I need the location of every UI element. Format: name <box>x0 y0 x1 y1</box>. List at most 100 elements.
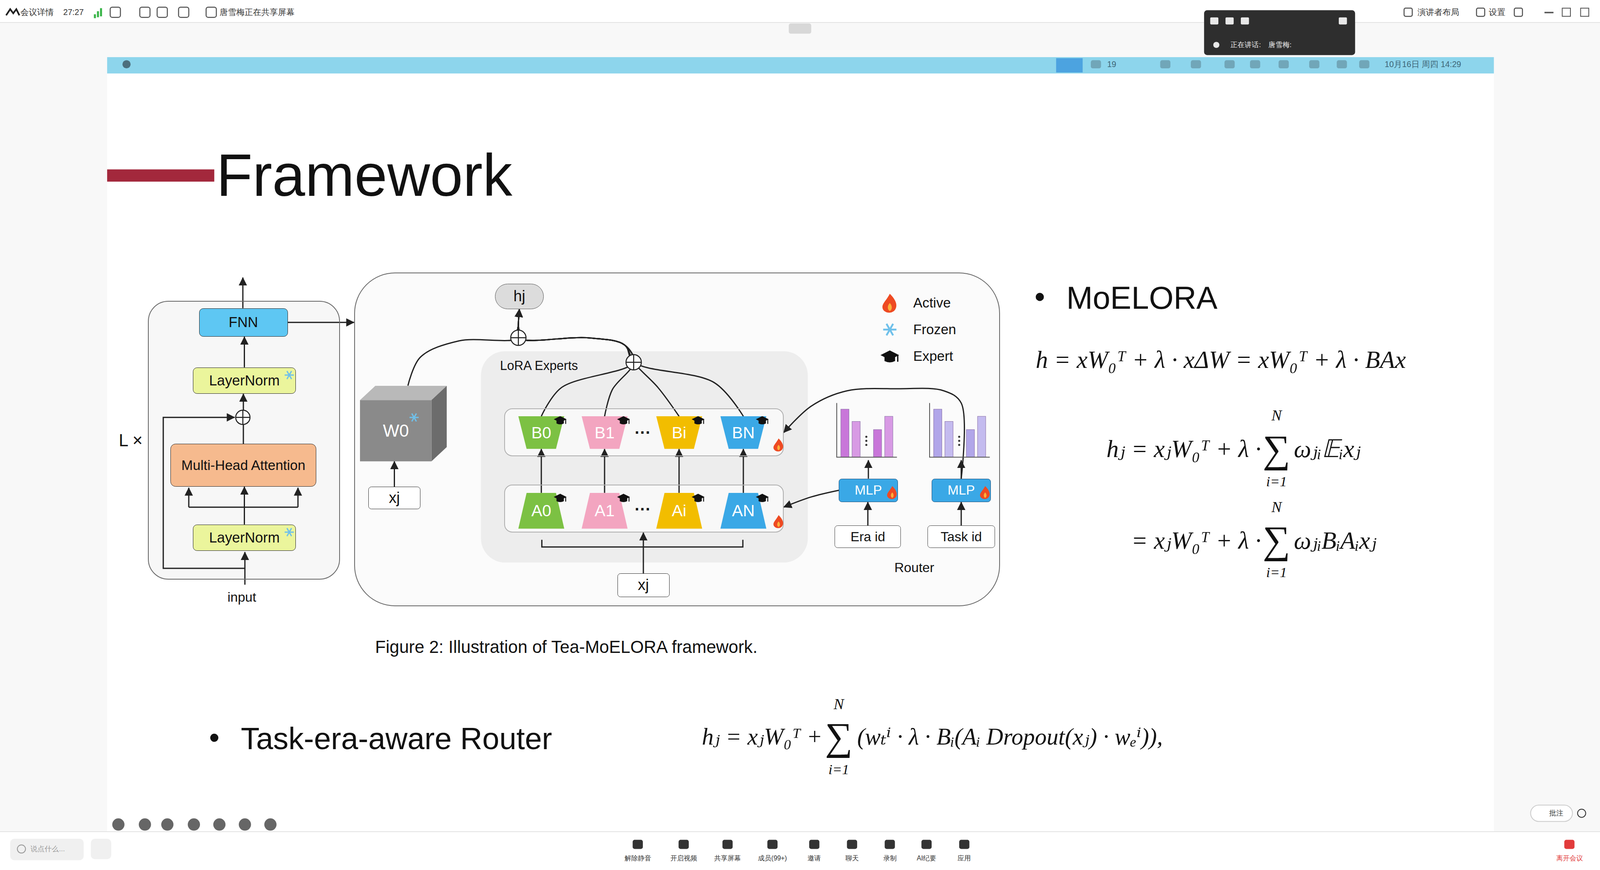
decor-shape <box>147 272 1000 607</box>
mortarboard-base <box>884 356 895 363</box>
slide-nav-icon <box>187 818 200 831</box>
node-label: LoRA Experts <box>500 358 578 373</box>
node-label: AN <box>732 501 755 520</box>
layernorm-box: LayerNorm <box>192 524 296 552</box>
container-fill <box>147 300 340 580</box>
tassel <box>628 419 630 425</box>
trapezoid-shape <box>518 416 565 449</box>
toolbar-icon <box>1404 8 1413 17</box>
panel-icon <box>1240 17 1250 25</box>
meeting-info: 会议详情 <box>20 7 54 18</box>
toolbar-icon <box>678 840 689 850</box>
snowflake-icon <box>287 370 292 379</box>
branch-arrow <box>297 487 299 508</box>
cube-front <box>360 400 432 462</box>
slide-nav-icon <box>264 818 277 831</box>
connector-arrow <box>642 532 645 574</box>
node-label: Multi-Head Attention <box>181 457 306 474</box>
b-expert-matrix: B0 <box>518 416 565 449</box>
sum-sign: ∑ <box>825 717 853 757</box>
router-arrow <box>867 460 870 479</box>
snowflake-icon <box>886 323 894 336</box>
node-label: W0 <box>382 420 409 441</box>
sum-cross <box>235 410 250 425</box>
sum-limit: i=1 <box>1266 564 1288 581</box>
toolbar-icon <box>157 7 168 18</box>
ellipsis-dot <box>865 435 868 438</box>
layout-button: 演讲者布局 <box>1417 7 1460 18</box>
toolbar-icon <box>140 7 150 18</box>
tassel <box>702 419 704 425</box>
menu-icon <box>1224 60 1235 69</box>
node-label: B0 <box>531 423 552 443</box>
ellipsis: ··· <box>634 500 651 519</box>
layernorm-box: LayerNorm <box>192 367 296 395</box>
meeting-bottom-bar <box>0 831 1600 870</box>
toolbar-icon <box>921 840 932 850</box>
toolbar-icon <box>1476 8 1485 17</box>
tassel <box>897 355 899 362</box>
node-label: L × <box>118 430 143 451</box>
toolbar-label: 聊天 <box>845 854 859 862</box>
slide-nav-icon <box>238 818 251 831</box>
trapezoid-shape <box>656 492 703 529</box>
sum-sign: ∑ <box>1262 429 1291 469</box>
toolbar-icon <box>110 7 120 18</box>
node-label: A1 <box>594 501 615 520</box>
mortarboard-base <box>619 420 628 425</box>
b-expert-matrix: BN <box>720 416 767 449</box>
leave-label: 离开会议 <box>1556 854 1583 862</box>
ffn-box: FNN <box>199 308 288 338</box>
sum-cross <box>510 330 527 346</box>
zoom-icon <box>1577 809 1586 818</box>
slide-nav-icon <box>138 818 151 831</box>
mortarboard-base <box>619 497 628 503</box>
sum-limit: N <box>1271 498 1282 516</box>
container-fill <box>482 352 806 560</box>
decor-shape <box>163 277 962 585</box>
sum-sign: ∑ <box>1262 520 1291 560</box>
tassel <box>767 497 768 502</box>
slide-nav-icon <box>112 818 125 831</box>
toolbar-label: AI纪要 <box>916 854 937 862</box>
equation: ωⱼᵢBᵢAᵢxⱼ <box>1293 526 1377 555</box>
legend-label: Expert <box>913 348 954 365</box>
snowflake-icon <box>287 527 292 536</box>
menu-highlight <box>1056 58 1083 73</box>
bullet-heading: MoELORA <box>1066 279 1218 316</box>
node-label: Era id <box>850 529 885 545</box>
node-label: A0 <box>531 501 552 520</box>
toolbar-label: 录制 <box>883 854 897 862</box>
fire-core <box>890 492 894 498</box>
histogram-bar <box>873 429 882 458</box>
window-control <box>1545 12 1554 13</box>
equation: ωⱼᵢ𝔼ᵢxⱼ <box>1293 435 1361 464</box>
fire-icon <box>882 293 897 313</box>
connector-arrow <box>407 309 520 386</box>
cube-side <box>431 385 448 462</box>
trapezoid-shape <box>518 492 565 529</box>
menu-icon <box>1190 60 1201 69</box>
snowflake-icon <box>886 323 894 336</box>
apple-icon <box>122 60 131 69</box>
transformer-block: L ×FNNLayerNormMulti-Head AttentionLayer… <box>147 300 340 580</box>
equation: hⱼ = xⱼW₀ᵀ + λ · <box>1106 435 1262 464</box>
ellipsis-dot <box>958 439 961 442</box>
connector-arrow <box>393 461 395 487</box>
a-expert-matrix: A1 <box>581 492 628 529</box>
toolbar-icon <box>722 840 733 850</box>
bullet <box>1035 292 1045 302</box>
router-label: Router <box>894 559 935 575</box>
toolbar-icon <box>847 840 858 850</box>
node-label: MLP <box>854 482 882 498</box>
node-label: Task id <box>940 529 982 545</box>
trapezoid-shape <box>581 416 628 449</box>
id-box: Era id <box>834 525 901 548</box>
panel-icon <box>1210 17 1219 25</box>
sum-limit: N <box>1271 406 1282 425</box>
b-expert-matrix: Bi <box>656 416 703 449</box>
connector-arrow <box>960 502 962 526</box>
snowflake-icon <box>412 413 417 422</box>
chat-placeholder: 说点什么... <box>30 845 65 854</box>
